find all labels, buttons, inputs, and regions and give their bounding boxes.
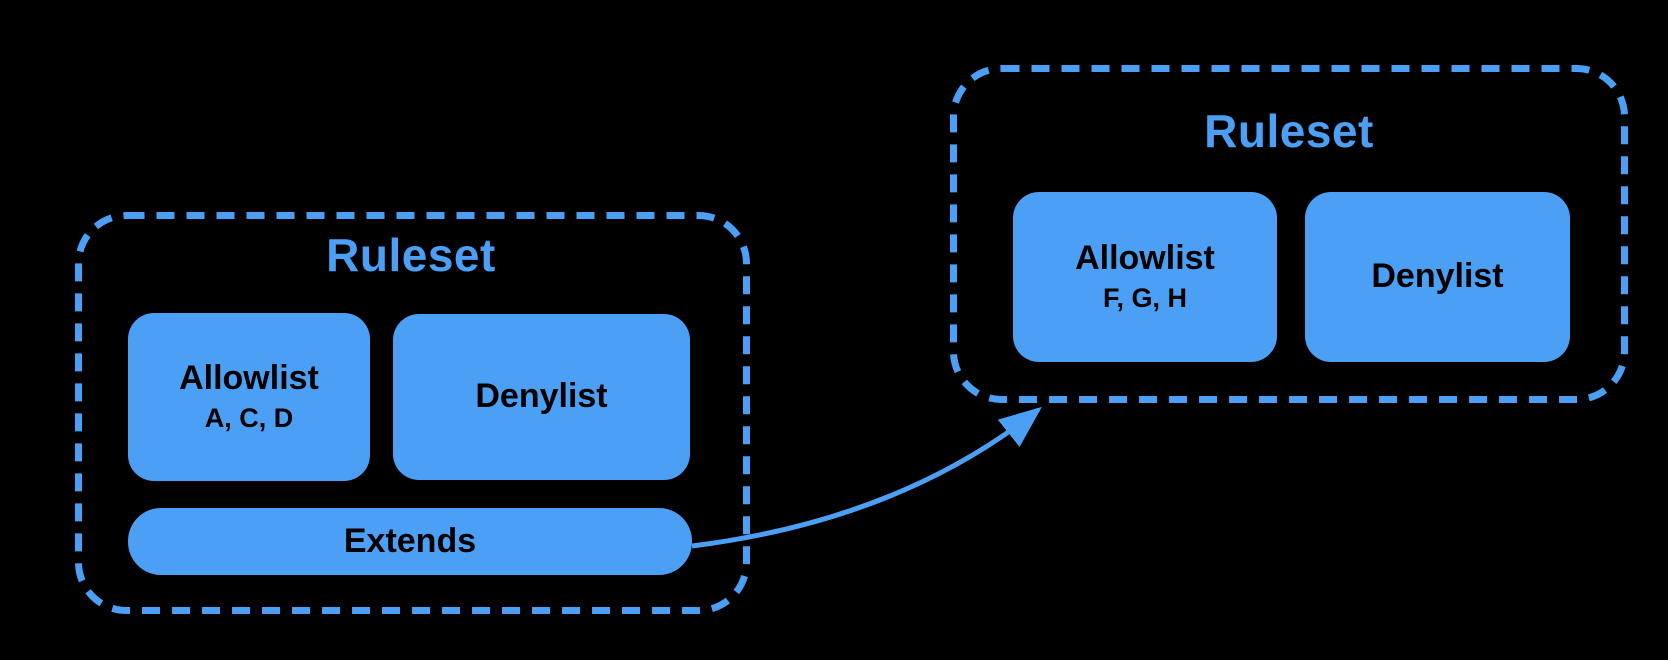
right-allowlist-items: F, G, H <box>1102 283 1187 314</box>
extends-label: Extends <box>343 521 477 560</box>
right-denylist-label: Denylist <box>1371 257 1504 296</box>
right-ruleset-title: Ruleset <box>1204 105 1374 157</box>
left-denylist-box: Denylist <box>393 314 690 480</box>
extends-arrow <box>691 406 1042 549</box>
left-allowlist-label: Allowlist <box>179 359 319 398</box>
left-ruleset-container <box>75 212 750 614</box>
left-ruleset-extends-bar: Extends <box>128 508 692 575</box>
left-ruleset-title: Ruleset <box>326 229 496 281</box>
right-allowlist-label: Allowlist <box>1075 239 1215 278</box>
right-allowlist-box: Allowlist F, G, H <box>1013 192 1277 362</box>
right-denylist-box: Denylist <box>1305 192 1570 362</box>
right-ruleset-container <box>950 65 1628 403</box>
left-allowlist-items: A, C, D <box>204 403 294 434</box>
left-allowlist-box: Allowlist A, C, D <box>128 313 370 481</box>
left-denylist-label: Denylist <box>475 377 608 416</box>
